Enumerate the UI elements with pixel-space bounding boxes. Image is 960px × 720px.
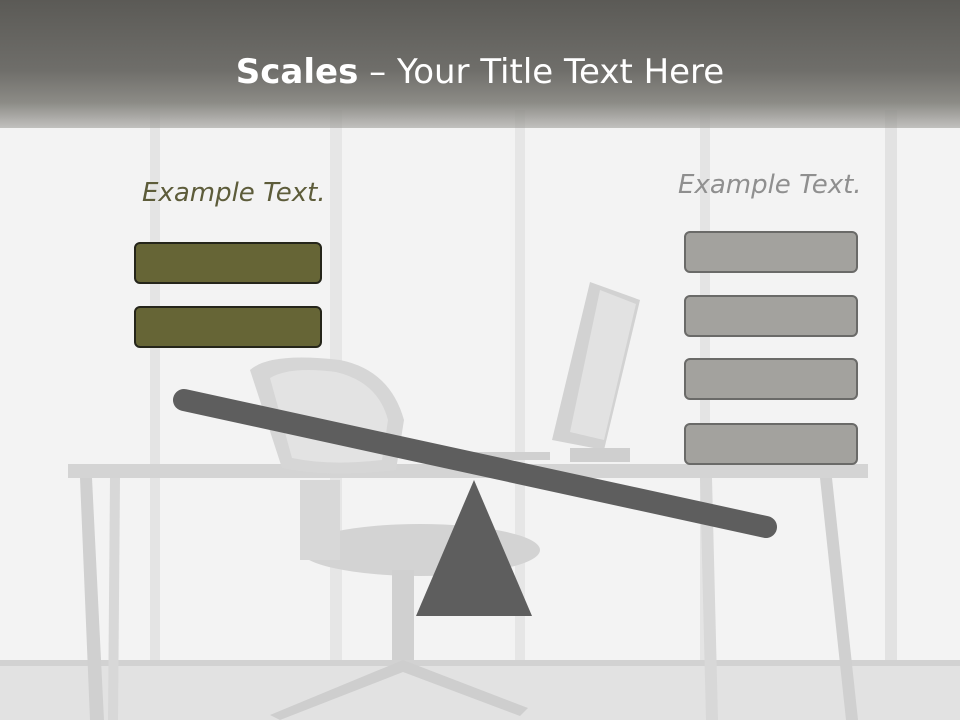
left-weight-box-2 — [134, 306, 322, 348]
right-example-text: Example Text. — [678, 170, 862, 200]
scale-beam — [173, 389, 777, 538]
right-weight-box-1 — [684, 231, 858, 273]
slide-title: Scales – Your Title Text Here — [0, 52, 960, 92]
right-weight-box-2 — [684, 295, 858, 337]
title-rest-part: – Your Title Text Here — [358, 52, 725, 92]
title-bar — [0, 0, 960, 128]
right-weight-box-4 — [684, 423, 858, 465]
right-weight-box-3 — [684, 358, 858, 400]
left-example-text: Example Text. — [142, 178, 326, 208]
scale-fulcrum — [416, 480, 532, 616]
title-bold-part: Scales — [235, 52, 359, 92]
left-weight-box-1 — [134, 242, 322, 284]
